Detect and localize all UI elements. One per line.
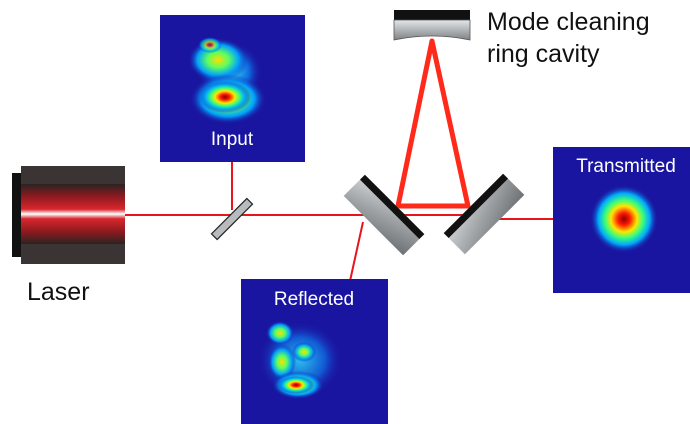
laser-source [12,166,125,264]
reflected-beam [349,221,364,282]
input-beam-profile [188,37,266,124]
input-label: Input [211,129,254,150]
curved-cavity-mirror [393,10,471,41]
transmitted-label: Transmitted [576,156,676,177]
reflected-profile-panel: Reflected [241,279,388,424]
output-cavity-mirror [443,173,525,255]
transmitted-beam-spot [590,185,658,253]
reflected-beam-profile [258,321,342,399]
pickoff-splitter [210,197,254,241]
input-profile-panel: Input [160,15,305,162]
laser-glow [21,184,125,244]
laser-end-cap [12,173,22,257]
cavity-label-line1: Mode cleaning [487,8,650,36]
cavity-label-line2: ring cavity [487,40,600,68]
reflected-label: Reflected [274,289,354,310]
laser-label: Laser [27,278,90,306]
transmitted-profile-panel: Transmitted [553,147,690,293]
ring-cavity-beam [395,38,471,209]
input-cavity-mirror [343,174,425,256]
